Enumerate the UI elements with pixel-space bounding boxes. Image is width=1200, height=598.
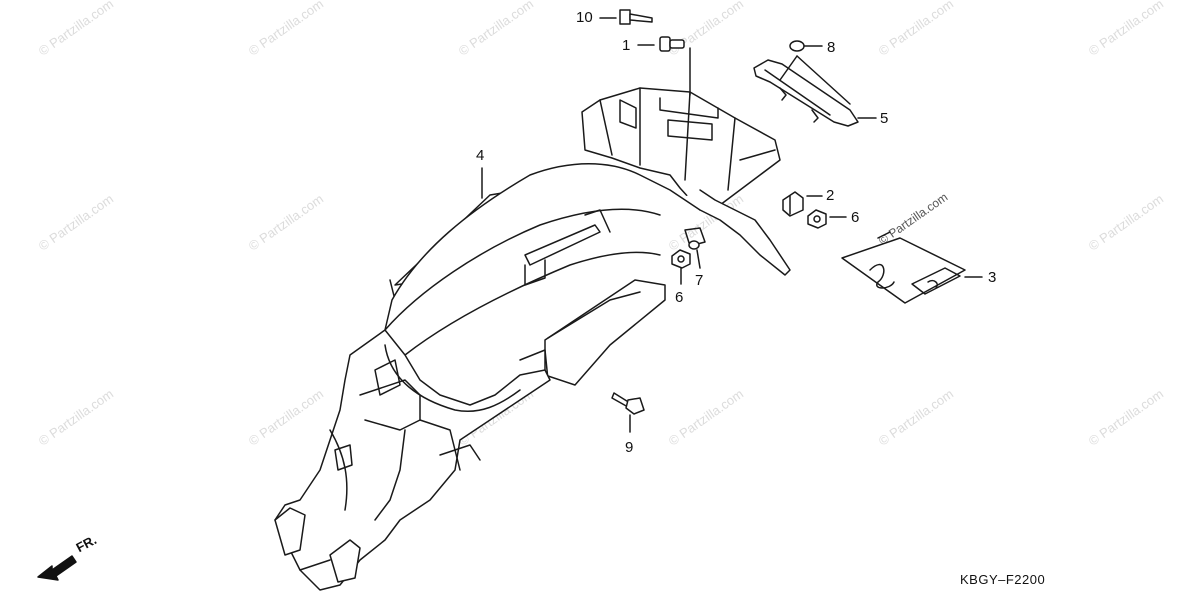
reflector-part-5[interactable] [753, 55, 877, 127]
callout-2: 2 [826, 187, 835, 204]
washer-part-8[interactable] [789, 40, 823, 52]
grommet-part-2[interactable] [782, 191, 823, 217]
callout-1: 1 [622, 37, 631, 54]
bolt-part-10[interactable] [599, 9, 653, 25]
callout-10: 10 [576, 9, 593, 26]
bolt-part-9[interactable] [611, 392, 645, 433]
callout-7: 7 [695, 272, 704, 289]
callout-8: 8 [827, 39, 836, 56]
washer-part-7[interactable] [688, 240, 701, 269]
nut-part-6-right[interactable] [807, 209, 847, 229]
callout-3: 3 [988, 269, 997, 286]
diagram-reference-code: KBGY–F2200 [960, 572, 1046, 587]
rear-fender-part[interactable] [274, 44, 791, 591]
callout-4: 4 [476, 147, 485, 164]
callout-6-right: 6 [851, 209, 860, 226]
plate-bracket-part-3[interactable] [841, 231, 983, 304]
front-arrow-icon [37, 555, 77, 581]
collar-part-1[interactable] [659, 36, 685, 52]
callout-6-lower: 6 [675, 289, 684, 306]
nut-part-6-lower[interactable] [671, 249, 691, 285]
callout-9: 9 [625, 439, 634, 456]
callout-5: 5 [880, 110, 889, 127]
